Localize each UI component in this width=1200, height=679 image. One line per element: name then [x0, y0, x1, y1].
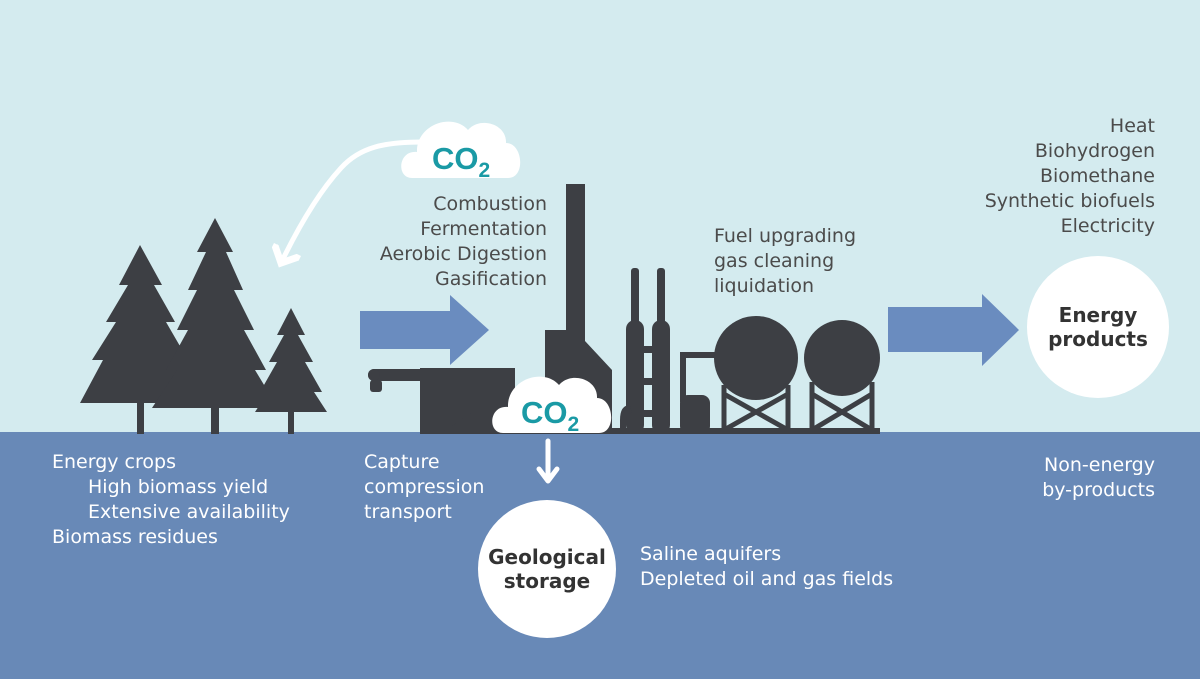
- biomass-sub-availability: Extensive availability: [88, 501, 290, 523]
- storage-line1: Geological: [488, 545, 606, 569]
- biomass-sources: Energy crops High biomass yield Extensiv…: [52, 450, 290, 550]
- conversion-processes: Combustion Fermentation Aerobic Digestio…: [380, 192, 547, 292]
- process-gasification: Gasification: [435, 268, 547, 290]
- energy-product-list: Heat Biohydrogen Biomethane Synthetic bi…: [985, 114, 1155, 239]
- capture-step: transport: [364, 501, 452, 523]
- biomass-residues: Biomass residues: [52, 526, 218, 548]
- co2-label: CO2: [521, 395, 579, 436]
- energy-products-line1: Energy: [1058, 303, 1138, 327]
- upgrading-step: liquidation: [714, 275, 815, 297]
- process-combustion: Combustion: [433, 193, 547, 215]
- flow-arrow-icon: [360, 295, 489, 365]
- upgrading-step: gas cleaning: [714, 250, 835, 272]
- process-aerobic-digestion: Aerobic Digestion: [379, 243, 547, 265]
- tree-middle: [152, 218, 278, 434]
- product-heat: Heat: [1109, 115, 1155, 137]
- process-fermentation: Fermentation: [420, 218, 547, 240]
- product-biohydrogen: Biohydrogen: [1034, 140, 1155, 162]
- upgrading-step: Fuel upgrading: [714, 225, 856, 247]
- storage-site: Depleted oil and gas fields: [640, 568, 894, 590]
- storage-line2: storage: [503, 569, 591, 593]
- co2-uptake-arrow: [281, 139, 425, 263]
- biomass-sub-yield: High biomass yield: [88, 476, 269, 498]
- capture-step: Capture: [364, 451, 440, 473]
- capture-steps: Capture compression transport: [364, 450, 484, 525]
- energy-products-circle: [1027, 256, 1169, 398]
- storage-site: Saline aquifers: [640, 543, 782, 565]
- non-energy-byproducts: Non-energy by-products: [1042, 453, 1155, 503]
- product-electricity: Electricity: [1060, 215, 1155, 237]
- product-synthetic-biofuels: Synthetic biofuels: [984, 190, 1155, 212]
- biomass-heading: Energy crops: [52, 451, 176, 473]
- geological-storage-label: Geological storage: [478, 545, 616, 593]
- byproducts-line1: Non-energy: [1044, 454, 1155, 476]
- storage-sites: Saline aquifers Depleted oil and gas fie…: [640, 542, 893, 592]
- energy-products-label: Energy products: [1027, 303, 1169, 351]
- conifer-trees-icon: [80, 218, 327, 434]
- fuel-upgrading-steps: Fuel upgrading gas cleaning liquidation: [714, 224, 856, 299]
- product-biomethane: Biomethane: [1039, 165, 1155, 187]
- co2-cloud-icon: CO2: [401, 121, 521, 182]
- flow-arrow-icon: [888, 294, 1019, 366]
- capture-step: compression: [364, 476, 485, 498]
- byproducts-line2: by-products: [1042, 479, 1155, 501]
- energy-products-line2: products: [1048, 327, 1148, 351]
- storage-down-arrow: [536, 438, 560, 484]
- tree-right: [255, 308, 327, 434]
- co2-label: CO2: [432, 141, 490, 182]
- geological-storage-circle: [478, 500, 616, 638]
- co2-cloud-icon: CO2: [492, 376, 612, 436]
